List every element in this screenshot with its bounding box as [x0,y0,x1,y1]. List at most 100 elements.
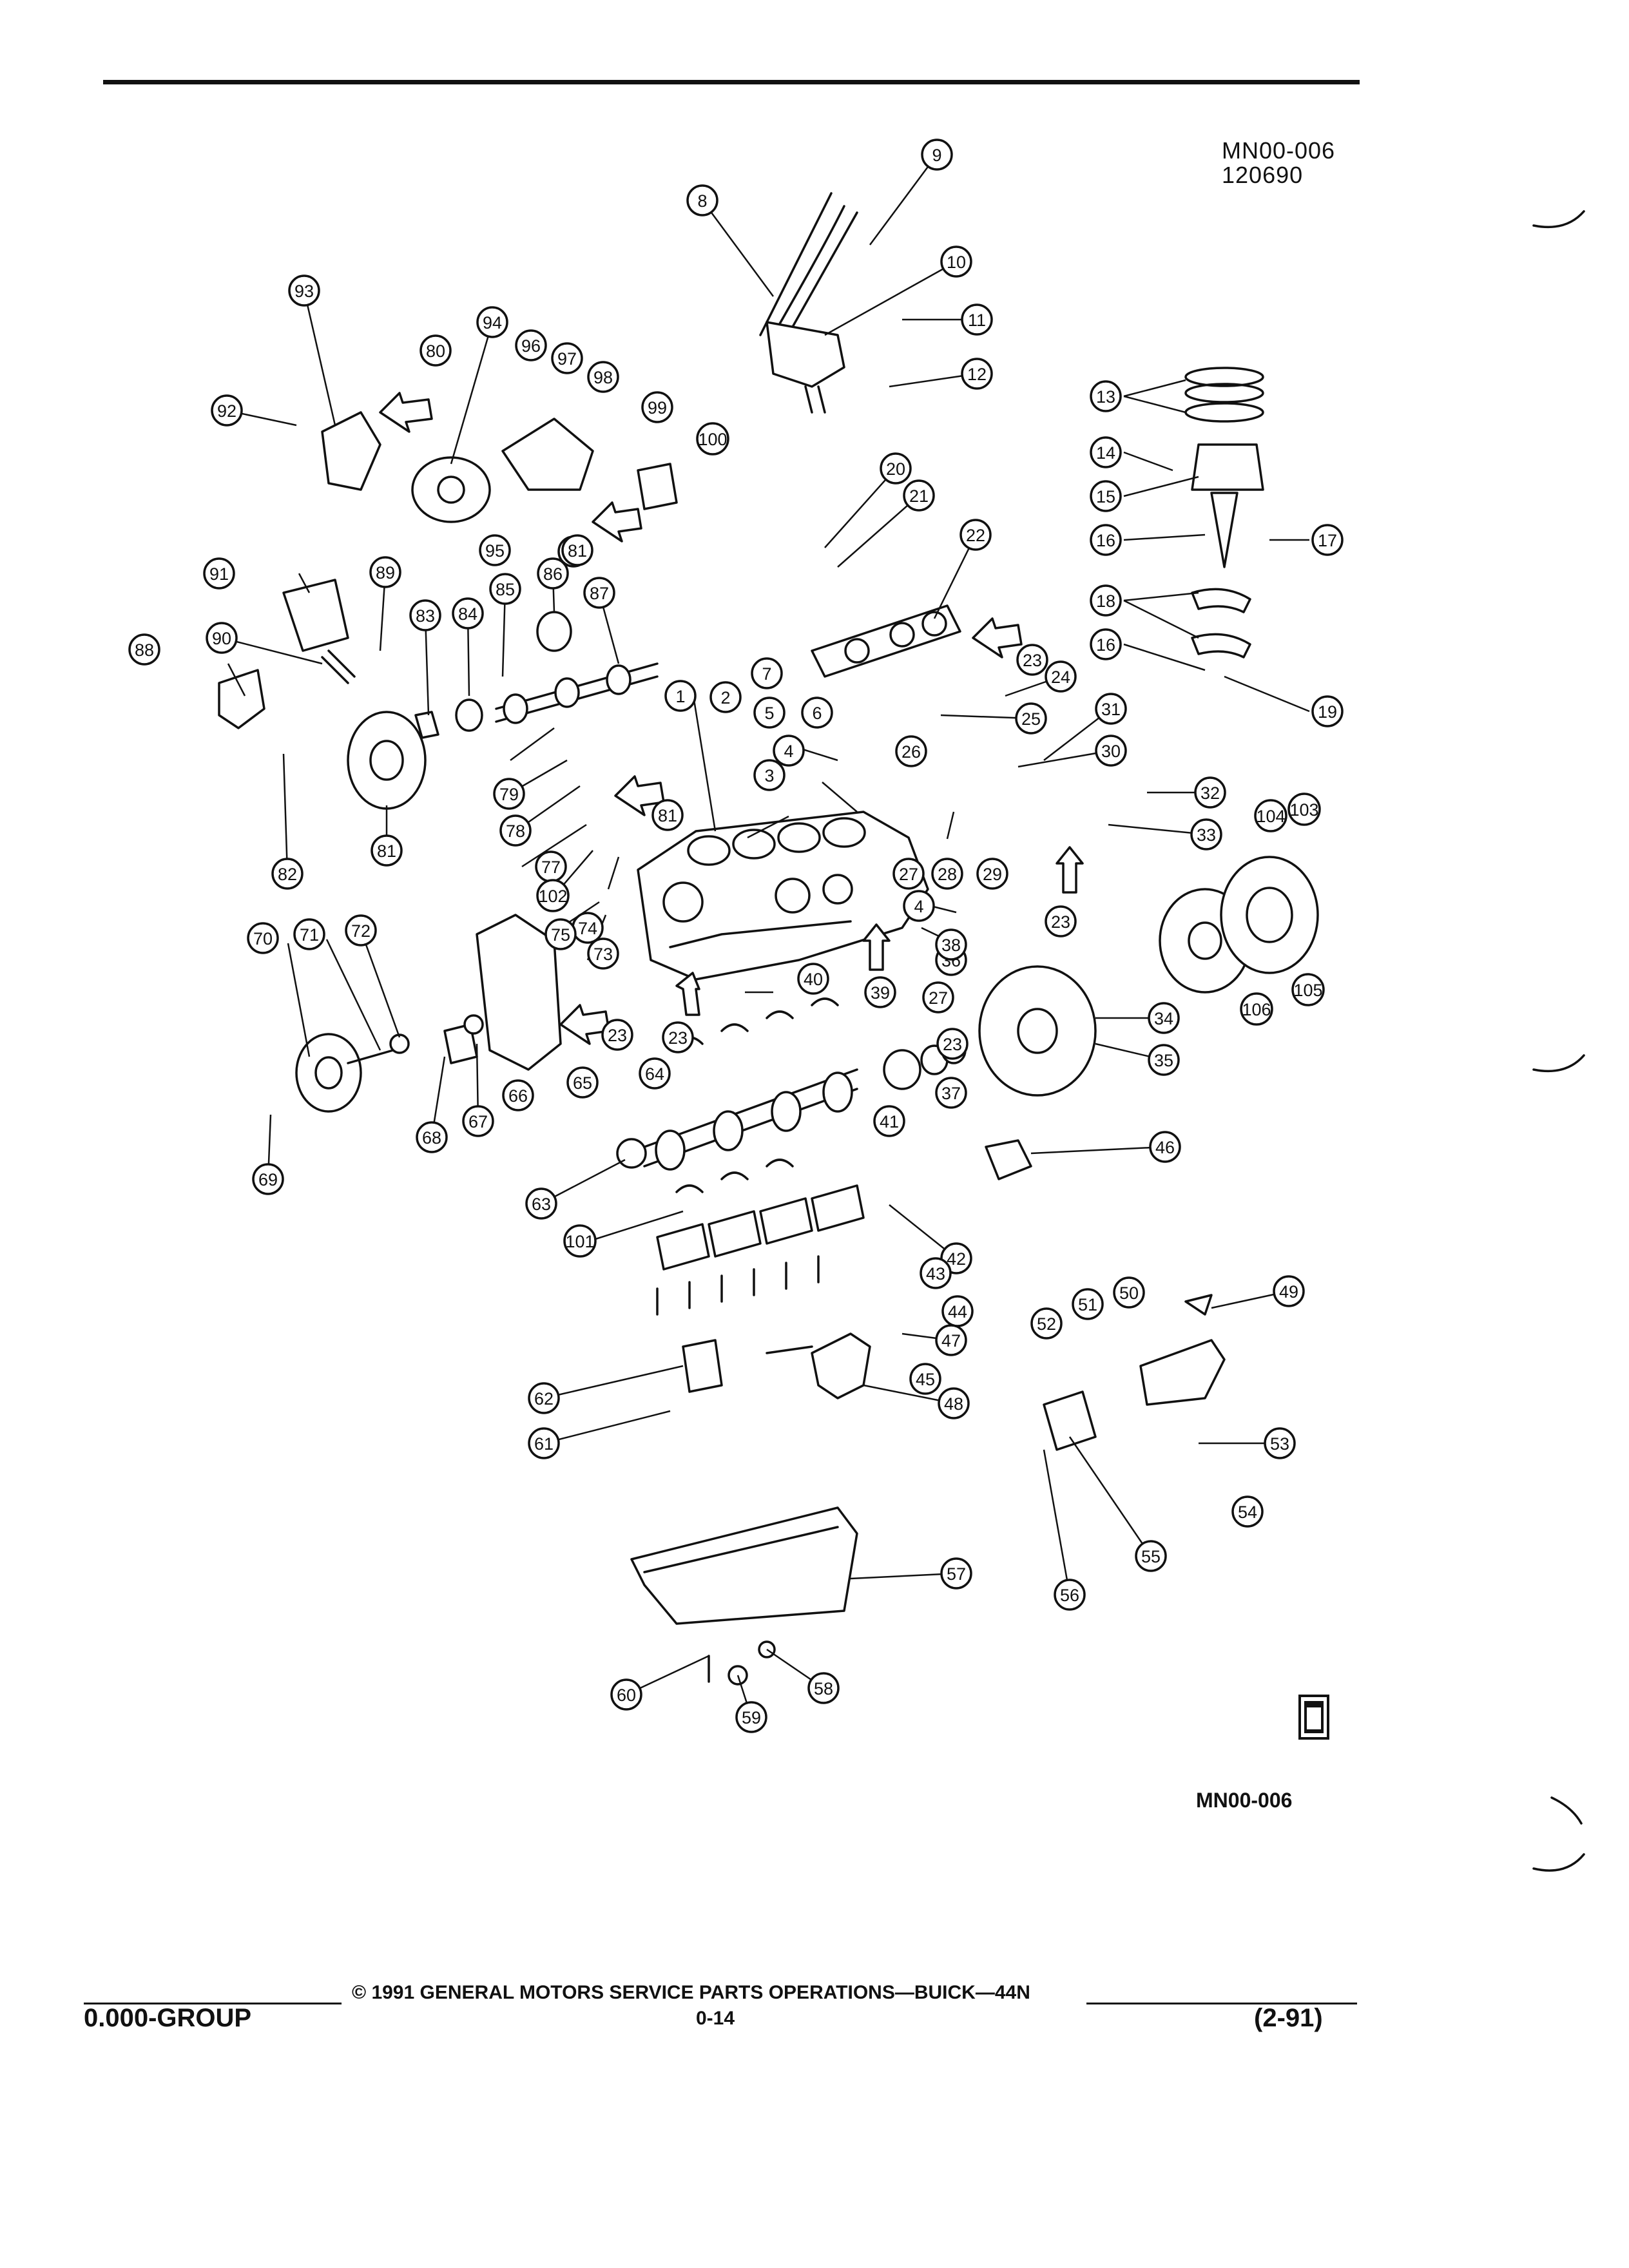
callout-number: 92 [217,401,236,421]
callout-16: 16 [1090,524,1122,556]
callout-number: 28 [938,865,957,884]
callout-number: 39 [871,983,890,1003]
drawing-id: MN00-006 [1222,137,1336,164]
callout-number: 34 [1154,1009,1173,1028]
callout-4: 4 [773,735,805,767]
callout-93: 93 [288,274,320,307]
callout-102: 102 [536,879,570,912]
callout-number: 2 [720,688,730,707]
piston-rings [1184,367,1264,658]
callout-80: 80 [419,334,452,367]
oil-pump-group [682,1332,871,1399]
callout-number: 91 [209,564,229,584]
callout-91: 91 [203,557,235,590]
callout-72: 72 [345,914,377,947]
callout-27: 27 [922,981,954,1014]
callout-number: 49 [1279,1282,1298,1302]
footer-rule-right [1086,2003,1357,2004]
binder-marks [1532,210,1585,1872]
callout-number: 94 [483,313,502,332]
callout-number: 7 [762,664,771,684]
callout-81: 81 [561,534,593,566]
callout-number: 27 [899,865,918,884]
callout-number: 4 [784,742,793,761]
callout-40: 40 [797,963,829,995]
callout-number: 35 [1154,1051,1173,1070]
callout-81: 81 [651,799,684,831]
callout-number: 79 [499,785,519,804]
callout-52: 52 [1030,1307,1063,1340]
callout-number: 14 [1096,443,1115,463]
callout-number: 50 [1119,1283,1139,1303]
callout-43: 43 [920,1257,952,1289]
callout-92: 92 [211,394,243,427]
callout-27: 27 [892,858,925,890]
callout-number: 75 [551,925,570,945]
callout-number: 104 [1256,807,1285,826]
callout-number: 31 [1101,700,1121,719]
callout-104: 104 [1254,799,1287,832]
callout-38: 38 [935,928,967,961]
callout-number: 23 [943,1035,962,1054]
callout-number: 25 [1021,709,1041,729]
callout-46: 46 [1149,1131,1181,1163]
callout-97: 97 [551,342,583,374]
callout-85: 85 [489,573,521,605]
callout-48: 48 [938,1387,970,1419]
callout-49: 49 [1273,1275,1305,1307]
callout-number: 42 [947,1249,966,1269]
callout-number: 6 [812,704,822,723]
callout-number: 51 [1078,1295,1097,1314]
callout-26: 26 [895,735,927,767]
callout-12: 12 [961,358,993,390]
callout-23: 23 [601,1019,633,1051]
callout-number: 70 [253,929,273,948]
callout-5: 5 [753,697,786,729]
callout-number: 61 [534,1434,554,1454]
callout-63: 63 [525,1187,557,1220]
callout-number: 30 [1101,742,1121,761]
callout-24: 24 [1045,660,1077,693]
callout-number: 23 [608,1026,627,1045]
callout-number: 84 [458,604,477,624]
callout-19: 19 [1311,695,1344,727]
callout-number: 60 [617,1686,636,1705]
callout-number: 40 [804,970,823,989]
callout-37: 37 [935,1077,967,1109]
callout-number: 73 [593,945,613,964]
callout-number: 77 [541,858,561,877]
callout-75: 75 [545,918,577,950]
callout-number: 27 [929,988,948,1008]
callout-number: 78 [506,822,525,841]
callout-number: 71 [300,925,319,945]
callout-55: 55 [1135,1540,1167,1572]
callout-106: 106 [1240,992,1273,1026]
binder-mark-2 [1532,1054,1585,1073]
callout-64: 64 [639,1057,671,1090]
callout-41: 41 [873,1105,905,1137]
callout-65: 65 [566,1066,599,1099]
callout-71: 71 [293,918,325,950]
callout-23: 23 [936,1028,969,1060]
callout-number: 16 [1096,635,1115,655]
callout-number: 4 [914,897,923,916]
callout-number: 67 [468,1112,488,1131]
callout-101: 101 [563,1224,597,1258]
callout-84: 84 [452,597,484,629]
callout-69: 69 [252,1163,284,1195]
callout-number: 90 [212,629,231,648]
callout-number: 10 [947,253,966,272]
callout-number: 54 [1238,1503,1257,1522]
callout-57: 57 [940,1557,972,1590]
footer-page-number: 0-14 [696,2008,735,2029]
callout-35: 35 [1148,1044,1180,1076]
callout-82: 82 [271,858,304,890]
callout-number: 57 [947,1564,966,1584]
callout-number: 98 [593,368,613,387]
oil-filter-group [218,579,356,729]
callout-54: 54 [1231,1495,1264,1528]
callout-14: 14 [1090,436,1122,468]
binder-mark-3 [1550,1796,1583,1825]
footer-copyright: © 1991 GENERAL MOTORS SERVICE PARTS OPER… [352,1982,1030,2003]
